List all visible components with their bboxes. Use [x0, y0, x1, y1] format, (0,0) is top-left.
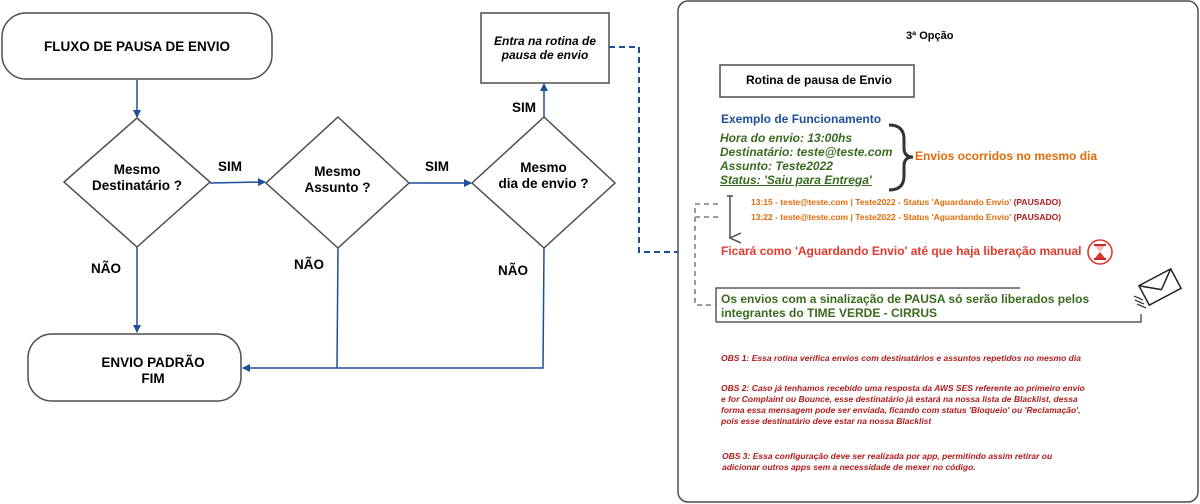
log-bracket-top: [694, 203, 718, 218]
log-line-1-tag: (PAUSADO): [1013, 197, 1062, 207]
connector-routine-to-panel: [609, 46, 678, 253]
decision1-line2: Destinatário ?: [91, 177, 183, 193]
release-line2: integrantes do TIME VERDE - CIRRUS: [721, 306, 938, 320]
obs2-line3: forma essa mensagem pode ser enviada, fi…: [721, 405, 1081, 415]
yes-label-d3: SIM: [512, 100, 537, 115]
routine-title: Rotina de pausa de Envio: [745, 73, 893, 87]
log-line-2-tag: (PAUSADO): [1013, 212, 1062, 222]
decision1-label: Mesmo Destinatário ?: [64, 162, 210, 193]
example-lines: Hora do envio: 13:00hs Destinatário: tes…: [720, 131, 892, 187]
log-line-2-text: 13:22 - teste@teste.com | Teste2022 - St…: [751, 212, 1012, 222]
obs2-text: OBS 2: Caso já tenhamos recebido uma res…: [721, 383, 1085, 427]
decision2-line2: Assunto ?: [304, 179, 371, 195]
routine-process-line2: pausa de envio: [501, 47, 589, 62]
decision3-line2: dia de envio ?: [498, 175, 589, 191]
log-line-2: 13:22 - teste@teste.com | Teste2022 - St…: [751, 212, 1062, 223]
option-panel-border: [677, 0, 1199, 503]
decision2-line1: Mesmo: [314, 164, 361, 179]
start-label: FLUXO DE PAUSA DE ENVIO: [43, 39, 231, 54]
release-box-bottom: [716, 314, 1142, 323]
envelope-motion-lines: [1133, 295, 1147, 309]
log-line-1-text: 13:15 - teste@teste.com | Teste2022 - St…: [751, 197, 1012, 207]
decision2-label: Mesmo Assunto ?: [266, 164, 409, 195]
obs3-line2: adicionar outros apps sem a necessidade …: [722, 462, 976, 472]
decision3-line1: Mesmo: [520, 160, 567, 175]
panel-title: 3ª Opção: [906, 30, 954, 42]
decision1-line1: Mesmo: [113, 162, 161, 177]
example-line-subject: Assunto: Teste2022: [720, 159, 833, 173]
waiting-text: Ficará como 'Aguardando Envio' até que h…: [721, 244, 1082, 258]
example-line-time: Hora do envio: 13:00hs: [720, 131, 853, 145]
end-line1: ENVIO PADRÃO: [101, 355, 205, 370]
release-box: [715, 287, 1020, 322]
yes-label-d1: SIM: [218, 159, 243, 174]
end-label: ENVIO PADRÃO FIM: [28, 355, 278, 386]
yes-label-d2: SIM: [425, 159, 450, 174]
log-line-1: 13:15 - teste@teste.com | Teste2022 - St…: [751, 197, 1062, 208]
connector-d3-to-end: [242, 247, 545, 372]
no-label-d3: NÃO: [498, 263, 528, 278]
curly-brace: [888, 123, 914, 192]
routine-process-line1: Entra na rotina de: [493, 34, 597, 48]
routine-process-shape: [480, 12, 610, 84]
connector-d1-to-d2: [209, 178, 266, 187]
routine-process-label: Entra na rotina de pausa de envio: [481, 34, 609, 63]
no-label-d1: NÃO: [91, 261, 121, 276]
start-terminator-shape: [1, 12, 273, 80]
obs3-line1: OBS 3: Essa configuração deve ser realiz…: [722, 451, 1053, 461]
obs2-line2: e for Complaint ou Bounce, esse destinat…: [721, 394, 1078, 404]
routine-title-box: [719, 64, 915, 98]
obs2-line1: OBS 2: Caso já tenhamos recebido uma res…: [721, 383, 1085, 393]
decision3-label: Mesmo dia de envio ?: [472, 160, 615, 191]
obs1-text: OBS 1: Essa rotina verifica envios com d…: [721, 353, 1081, 363]
end-terminator-shape: [27, 333, 242, 402]
release-line1: Os envios com a sinalização de PAUSA só …: [721, 292, 1090, 306]
example-line-recipient: Destinatário: teste@teste.com: [720, 145, 893, 159]
envelope-icon: [1137, 267, 1183, 307]
obs2-line4: pois esse destinatário deve estar na nos…: [721, 416, 932, 426]
end-line2: FIM: [141, 370, 165, 386]
connector-d2-no: [336, 247, 339, 369]
release-text: Os envios com a sinalização de PAUSA só …: [721, 292, 1089, 320]
hourglass-icon: [1087, 239, 1113, 265]
example-title: Exemplo de Funcionamento: [721, 112, 882, 126]
log-bracket-left: [694, 217, 716, 306]
no-label-d2: NÃO: [294, 257, 324, 272]
example-line-status: Status: 'Saiu para Entrega': [720, 173, 872, 187]
obs3-text: OBS 3: Essa configuração deve ser realiz…: [722, 451, 1052, 473]
same-day-label: Envios ocorridos no mesmo dia: [915, 149, 1098, 163]
